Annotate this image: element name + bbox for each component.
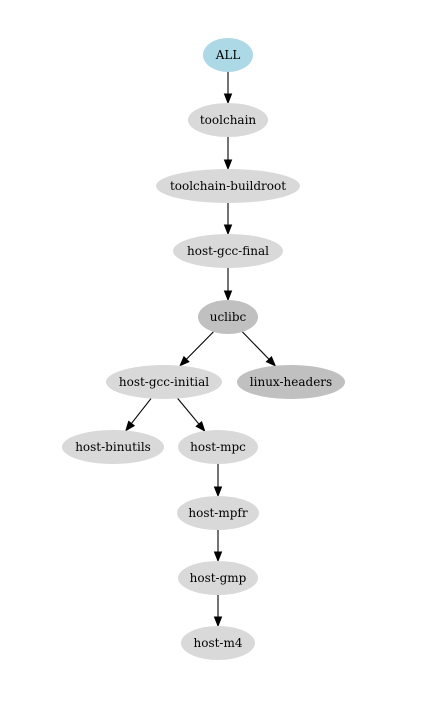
edge-toolchain-buildroot-to-host-gcc-final xyxy=(223,203,233,236)
edge-host-gcc-initial-to-host-mpc xyxy=(177,398,206,433)
arrowhead-icon xyxy=(223,159,233,171)
node-host-gcc-final[interactable]: host-gcc-final xyxy=(173,234,283,268)
arrowhead-icon xyxy=(223,93,233,105)
arrowhead-icon xyxy=(223,224,233,236)
arrowhead-icon xyxy=(195,420,206,433)
node-label: host-gcc-initial xyxy=(119,375,209,389)
edge-host-mpfr-to-host-gmp xyxy=(213,530,223,563)
node-ellipse xyxy=(188,103,268,137)
node-ellipse xyxy=(203,38,253,72)
node-label: host-mpc xyxy=(190,440,246,454)
node-label: host-m4 xyxy=(193,636,242,650)
node-host-gmp[interactable]: host-gmp xyxy=(178,561,258,595)
node-host-binutils[interactable]: host-binutils xyxy=(62,430,164,464)
edge-line xyxy=(242,331,270,360)
node-host-mpc[interactable]: host-mpc xyxy=(178,430,258,464)
node-label: uclibc xyxy=(210,310,247,324)
node-label: toolchain xyxy=(200,113,257,127)
nodes-layer: ALL toolchain toolchain-buildroot host-gcc-… xyxy=(62,38,345,660)
arrowhead-icon xyxy=(125,420,136,432)
node-label: linux-headers xyxy=(250,375,332,389)
edge-uclibc-to-linux-headers xyxy=(242,331,277,367)
edge-line xyxy=(131,398,152,424)
arrowhead-icon xyxy=(213,486,223,498)
arrowhead-icon xyxy=(213,616,223,628)
node-toolchain-buildroot[interactable]: toolchain-buildroot xyxy=(156,169,300,203)
edges-layer xyxy=(125,72,277,628)
node-label: ALL xyxy=(215,48,241,62)
node-ellipse xyxy=(106,365,222,399)
edge-host-gcc-initial-to-host-binutils xyxy=(125,398,152,432)
arrowhead-icon xyxy=(213,551,223,563)
node-ellipse xyxy=(62,430,164,464)
edge-line xyxy=(177,398,200,425)
node-ellipse xyxy=(173,234,283,268)
node-ellipse xyxy=(198,300,258,334)
edge-host-mpc-to-host-mpfr xyxy=(213,464,223,498)
arrowhead-icon xyxy=(265,355,277,367)
node-label: host-gcc-final xyxy=(187,244,269,258)
node-ellipse xyxy=(156,169,300,203)
edge-host-gmp-to-host-m4 xyxy=(213,595,223,628)
edge-uclibc-to-host-gcc-initial xyxy=(179,331,214,367)
node-ellipse xyxy=(181,626,255,660)
edge-all-to-toolchain xyxy=(223,72,233,105)
node-all[interactable]: ALL xyxy=(203,38,253,72)
edge-line xyxy=(186,331,214,360)
node-ellipse xyxy=(237,365,345,399)
node-label: host-mpfr xyxy=(188,506,247,520)
arrowhead-icon xyxy=(223,290,233,302)
node-ellipse xyxy=(177,496,259,530)
node-ellipse xyxy=(178,561,258,595)
node-host-gcc-initial[interactable]: host-gcc-initial xyxy=(106,365,222,399)
node-label: host-binutils xyxy=(75,440,151,454)
node-linux-headers[interactable]: linux-headers xyxy=(237,365,345,399)
node-ellipse xyxy=(178,430,258,464)
node-host-mpfr[interactable]: host-mpfr xyxy=(177,496,259,530)
node-toolchain[interactable]: toolchain xyxy=(188,103,268,137)
edge-toolchain-to-toolchain-buildroot xyxy=(223,137,233,171)
node-label: toolchain-buildroot xyxy=(170,179,286,193)
arrowhead-icon xyxy=(179,355,190,367)
edge-host-gcc-final-to-uclibc xyxy=(223,268,233,302)
node-uclibc[interactable]: uclibc xyxy=(198,300,258,334)
node-label: host-gmp xyxy=(190,571,247,585)
node-host-m4[interactable]: host-m4 xyxy=(181,626,255,660)
